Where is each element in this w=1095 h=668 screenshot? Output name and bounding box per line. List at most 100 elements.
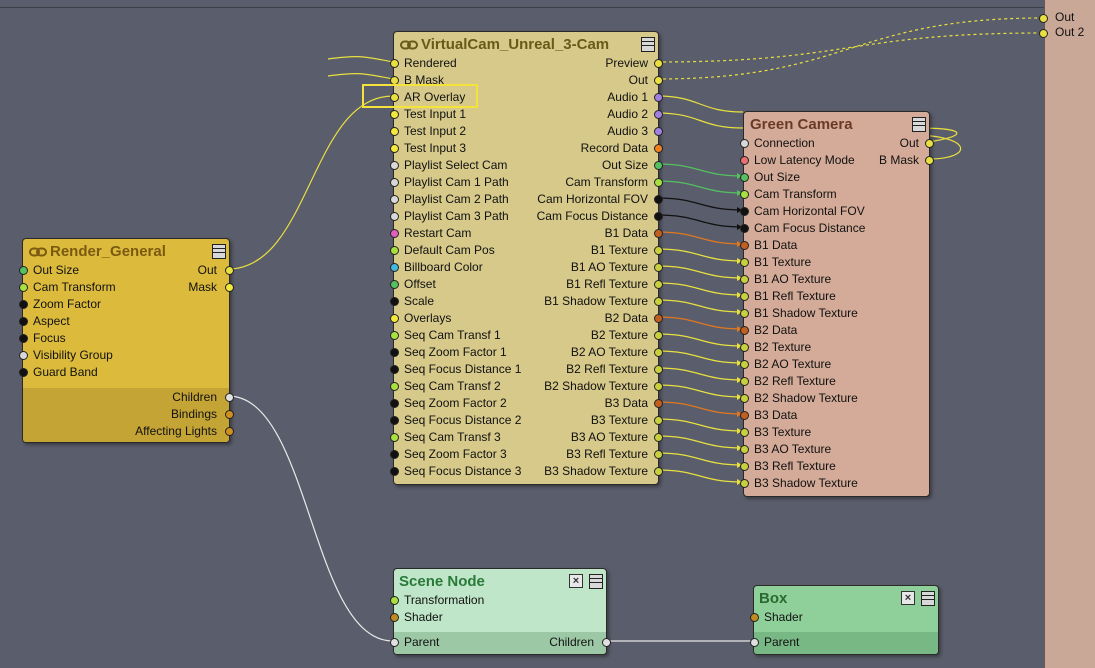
output-port-record-data[interactable] bbox=[653, 143, 663, 153]
node-menu-icon[interactable] bbox=[589, 574, 603, 589]
output-port-preview[interactable] bbox=[653, 58, 663, 68]
output-port-b1-data[interactable] bbox=[653, 228, 663, 238]
node-menu-icon[interactable] bbox=[912, 117, 926, 132]
output-port-cam-transform[interactable] bbox=[653, 177, 663, 187]
output-port-audio-2[interactable] bbox=[653, 109, 663, 119]
node-menu-icon[interactable] bbox=[212, 244, 226, 259]
input-port-b1-refl-texture[interactable] bbox=[739, 291, 749, 301]
output-port-audio-1[interactable] bbox=[653, 92, 663, 102]
input-port-b3-refl-texture[interactable] bbox=[739, 461, 749, 471]
output-port-cam-focus-distance[interactable] bbox=[653, 211, 663, 221]
input-port-test-input-1[interactable] bbox=[389, 109, 399, 119]
output-port-b2-shadow-texture[interactable] bbox=[653, 381, 663, 391]
output-port-b3-data[interactable] bbox=[653, 398, 663, 408]
output-port-children[interactable] bbox=[601, 637, 611, 647]
input-port-focus[interactable] bbox=[18, 333, 28, 343]
input-port-seq-focus-distance-3[interactable] bbox=[389, 466, 399, 476]
input-port-playlist-select-cam[interactable] bbox=[389, 160, 399, 170]
input-port-connection[interactable] bbox=[739, 138, 749, 148]
output-port-b2-data[interactable] bbox=[653, 313, 663, 323]
input-port-scale[interactable] bbox=[389, 296, 399, 306]
input-port-b1-shadow-texture[interactable] bbox=[739, 308, 749, 318]
input-port-parent[interactable] bbox=[749, 637, 759, 647]
input-port-out-size[interactable] bbox=[739, 172, 749, 182]
output-port-out[interactable] bbox=[924, 138, 934, 148]
input-port-billboard-color[interactable] bbox=[389, 262, 399, 272]
input-port-b3-texture[interactable] bbox=[739, 427, 749, 437]
input-port-b1-texture[interactable] bbox=[739, 257, 749, 267]
output-port-out[interactable] bbox=[224, 265, 234, 275]
output-port-cam-horizontal-fov[interactable] bbox=[653, 194, 663, 204]
input-port-cam-horizontal-fov[interactable] bbox=[739, 206, 749, 216]
input-port-rendered[interactable] bbox=[389, 58, 399, 68]
output-port-audio-3[interactable] bbox=[653, 126, 663, 136]
input-port-playlist-cam-3-path[interactable] bbox=[389, 211, 399, 221]
output-port-b3-texture[interactable] bbox=[653, 415, 663, 425]
input-port-seq-focus-distance-2[interactable] bbox=[389, 415, 399, 425]
node-menu-icon[interactable] bbox=[921, 591, 935, 606]
input-port-restart-cam[interactable] bbox=[389, 228, 399, 238]
node-title[interactable]: VirtualCam_Unreal_3-Cam bbox=[400, 36, 609, 54]
output-port-b1-texture[interactable] bbox=[653, 245, 663, 255]
input-port-cam-focus-distance[interactable] bbox=[739, 223, 749, 233]
input-port-shader[interactable] bbox=[389, 612, 399, 622]
input-port-b3-data[interactable] bbox=[739, 410, 749, 420]
node-title[interactable]: Scene Node bbox=[399, 573, 485, 590]
input-port-b2-texture[interactable] bbox=[739, 342, 749, 352]
input-port-seq-cam-transf-2[interactable] bbox=[389, 381, 399, 391]
input-port-playlist-cam-2-path[interactable] bbox=[389, 194, 399, 204]
input-port-seq-zoom-factor-3[interactable] bbox=[389, 449, 399, 459]
output-port-b-mask[interactable] bbox=[924, 155, 934, 165]
input-port-b3-shadow-texture[interactable] bbox=[739, 478, 749, 488]
input-port-default-cam-pos[interactable] bbox=[389, 245, 399, 255]
input-port-test-input-3[interactable] bbox=[389, 143, 399, 153]
input-port-cam-transform[interactable] bbox=[739, 189, 749, 199]
input-port-parent[interactable] bbox=[389, 637, 399, 647]
output-port-out[interactable] bbox=[653, 75, 663, 85]
close-icon[interactable]: × bbox=[569, 574, 583, 588]
input-port-transformation[interactable] bbox=[389, 595, 399, 605]
output-port-b1-refl-texture[interactable] bbox=[653, 279, 663, 289]
input-port-seq-cam-transf-1[interactable] bbox=[389, 330, 399, 340]
node-title[interactable]: Box bbox=[759, 590, 787, 607]
input-port-guard-band[interactable] bbox=[18, 367, 28, 377]
input-port-visibility-group[interactable] bbox=[18, 350, 28, 360]
output-port-b1-shadow-texture[interactable] bbox=[653, 296, 663, 306]
input-port-b3-ao-texture[interactable] bbox=[739, 444, 749, 454]
input-port-b1-ao-texture[interactable] bbox=[739, 274, 749, 284]
input-port-cam-transform[interactable] bbox=[18, 282, 28, 292]
output-port-b1-ao-texture[interactable] bbox=[653, 262, 663, 272]
output-port-b2-refl-texture[interactable] bbox=[653, 364, 663, 374]
input-port-seq-focus-distance-1[interactable] bbox=[389, 364, 399, 374]
output-port-b2-texture[interactable] bbox=[653, 330, 663, 340]
output-port-b2-ao-texture[interactable] bbox=[653, 347, 663, 357]
external-output-port-out[interactable] bbox=[1038, 13, 1048, 23]
node-menu-icon[interactable] bbox=[641, 37, 655, 52]
input-port-playlist-cam-1-path[interactable] bbox=[389, 177, 399, 187]
input-port-shader[interactable] bbox=[749, 612, 759, 622]
input-port-offset[interactable] bbox=[389, 279, 399, 289]
output-port-out-size[interactable] bbox=[653, 160, 663, 170]
input-port-ar-overlay[interactable] bbox=[389, 92, 399, 102]
input-port-b2-shadow-texture[interactable] bbox=[739, 393, 749, 403]
output-port-b3-ao-texture[interactable] bbox=[653, 432, 663, 442]
output-port-bindings[interactable] bbox=[224, 409, 234, 419]
input-port-out-size[interactable] bbox=[18, 265, 28, 275]
output-port-b3-refl-texture[interactable] bbox=[653, 449, 663, 459]
input-port-seq-zoom-factor-2[interactable] bbox=[389, 398, 399, 408]
output-port-affecting-lights[interactable] bbox=[224, 426, 234, 436]
input-port-seq-zoom-factor-1[interactable] bbox=[389, 347, 399, 357]
input-port-aspect[interactable] bbox=[18, 316, 28, 326]
input-port-zoom-factor[interactable] bbox=[18, 299, 28, 309]
output-port-mask[interactable] bbox=[224, 282, 234, 292]
node-title[interactable]: Green Camera bbox=[750, 116, 853, 133]
input-port-b2-refl-texture[interactable] bbox=[739, 376, 749, 386]
node-title[interactable]: Render_General bbox=[29, 243, 166, 261]
input-port-b2-ao-texture[interactable] bbox=[739, 359, 749, 369]
close-icon[interactable]: × bbox=[901, 591, 915, 605]
